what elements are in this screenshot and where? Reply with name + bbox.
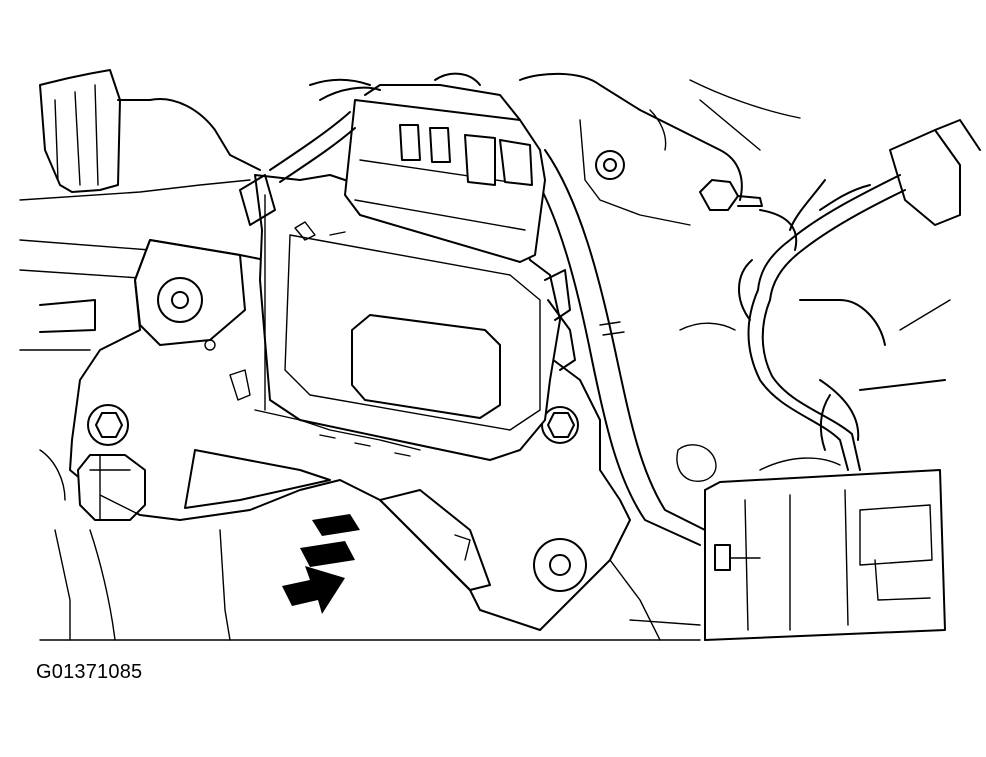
upper-left-engine-structure [20, 70, 370, 350]
figure-id-label: G01371085 [36, 661, 143, 683]
dashed-arrow-down-left-icon [282, 514, 360, 614]
wire-harness [680, 175, 950, 470]
ignition-control-module [240, 74, 575, 460]
lower-engine-structure [40, 450, 700, 640]
upper-right-engine-structure [520, 74, 980, 230]
vacuum-hose [528, 150, 716, 545]
relay-box [705, 458, 945, 640]
